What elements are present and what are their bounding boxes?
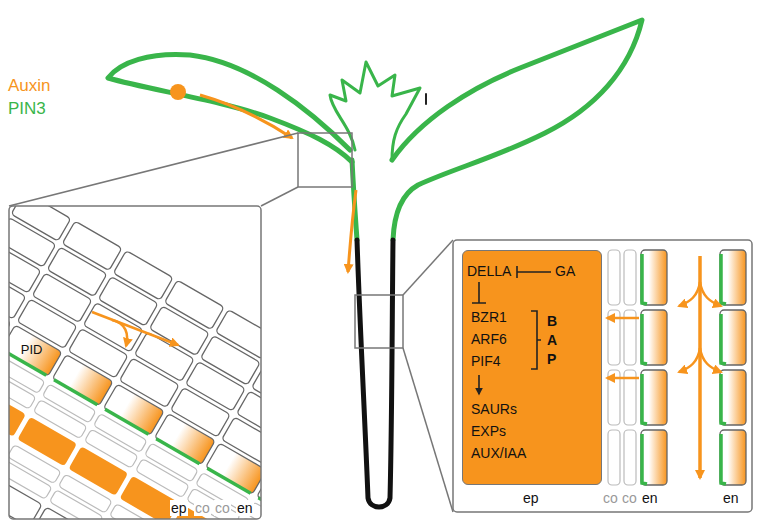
cortex-cell xyxy=(608,430,620,485)
auxin-flow xyxy=(607,256,721,478)
epidermis-cell-box: DELLA GA BZR1ARF6PIF4 BAP SAURsEXPsAUX/IAA xyxy=(462,250,602,485)
gene-label: AUX/IAA xyxy=(471,445,526,461)
pin3-membrane xyxy=(721,374,726,424)
auxin-flow-arrow xyxy=(92,312,178,345)
left-cotyledon xyxy=(108,54,352,162)
apex-tick xyxy=(425,94,427,104)
gene-label: GA xyxy=(555,263,575,279)
cell-file xyxy=(9,206,261,519)
shoot-apex xyxy=(330,62,420,160)
bracket xyxy=(531,311,541,369)
cell-rows xyxy=(9,206,261,519)
endodermis-cell xyxy=(720,370,746,425)
endodermis-cell xyxy=(641,250,667,305)
pin3-membrane xyxy=(642,314,647,364)
gene-label: SAURs xyxy=(471,401,517,417)
tissue-label: co xyxy=(602,490,619,506)
inset-ground xyxy=(453,240,752,512)
cell xyxy=(9,477,42,519)
cell-label-box: PID xyxy=(21,343,43,357)
auxin-arrow xyxy=(348,190,356,272)
right-cotyledon xyxy=(392,20,642,240)
activation-arrow xyxy=(478,375,480,394)
tissue-label: co xyxy=(194,500,211,516)
tissue-label: en xyxy=(722,490,740,506)
auxin-flow xyxy=(700,348,721,372)
auxin-arrow xyxy=(200,95,292,138)
cell-columns xyxy=(608,250,746,485)
zoom-frame xyxy=(403,240,453,295)
endodermis-cell xyxy=(720,430,746,485)
tissue-label: ep xyxy=(522,490,540,506)
cortex-cell xyxy=(9,370,36,409)
gene-label: EXPs xyxy=(471,423,506,439)
module-letter: P xyxy=(547,351,556,367)
zoom-frame xyxy=(261,187,298,206)
inhibition-symbol xyxy=(517,266,551,278)
cortex-cell xyxy=(187,488,241,519)
endodermis-cell xyxy=(720,310,746,365)
cortex-cell xyxy=(624,430,636,485)
tissue-label: co xyxy=(214,500,231,516)
inhibition-symbol xyxy=(472,282,486,303)
tissue-label: en xyxy=(236,500,254,516)
auxin-flow xyxy=(607,377,639,380)
tissue-label: en xyxy=(641,490,659,506)
endodermis-cell xyxy=(641,370,667,425)
zoom-frame xyxy=(9,133,298,206)
pin3-membrane xyxy=(721,314,726,364)
legend-color: Auxin xyxy=(8,76,51,96)
pin3-membrane xyxy=(642,434,647,484)
cortex-cell xyxy=(608,250,620,305)
pin3-membrane xyxy=(721,434,726,484)
auxin-flow xyxy=(679,348,700,372)
cortex-cell xyxy=(624,250,636,305)
pin3-membrane xyxy=(721,254,726,304)
zoom-frame xyxy=(355,295,403,348)
auxin-flow xyxy=(607,317,639,320)
tissue-label: ep xyxy=(170,500,188,516)
zoom-frame xyxy=(403,348,453,512)
endodermis-cell xyxy=(641,310,667,365)
endodermis-cell xyxy=(720,250,746,305)
gene-label: ARF6 xyxy=(471,331,507,347)
module-letter: B xyxy=(547,313,557,329)
legend-color: PIN3 xyxy=(8,99,46,119)
zoom-frame xyxy=(298,133,352,187)
tissue-label: co xyxy=(621,490,638,506)
legend-text: Auxin xyxy=(8,76,51,95)
endodermis-cell xyxy=(641,430,667,485)
gene-label: PIF4 xyxy=(471,353,501,369)
auxin-flow xyxy=(700,282,721,306)
inset-frame xyxy=(9,206,261,519)
cortex-cell xyxy=(109,504,163,519)
gene-label: BZR1 xyxy=(471,309,507,325)
hypocotyl-lower xyxy=(357,240,393,507)
legend-text: PIN3 xyxy=(8,99,46,118)
cell xyxy=(33,507,93,519)
auxin-flow xyxy=(679,282,700,306)
module-letter: A xyxy=(547,332,557,348)
gene-label: DELLA xyxy=(467,263,511,279)
protein-label: PID xyxy=(21,343,43,357)
cell xyxy=(9,244,41,294)
pin3-membrane xyxy=(642,254,647,304)
auxin-flow-arrow xyxy=(112,320,127,346)
pin3-membrane xyxy=(642,374,647,424)
auxin-source xyxy=(170,84,186,100)
